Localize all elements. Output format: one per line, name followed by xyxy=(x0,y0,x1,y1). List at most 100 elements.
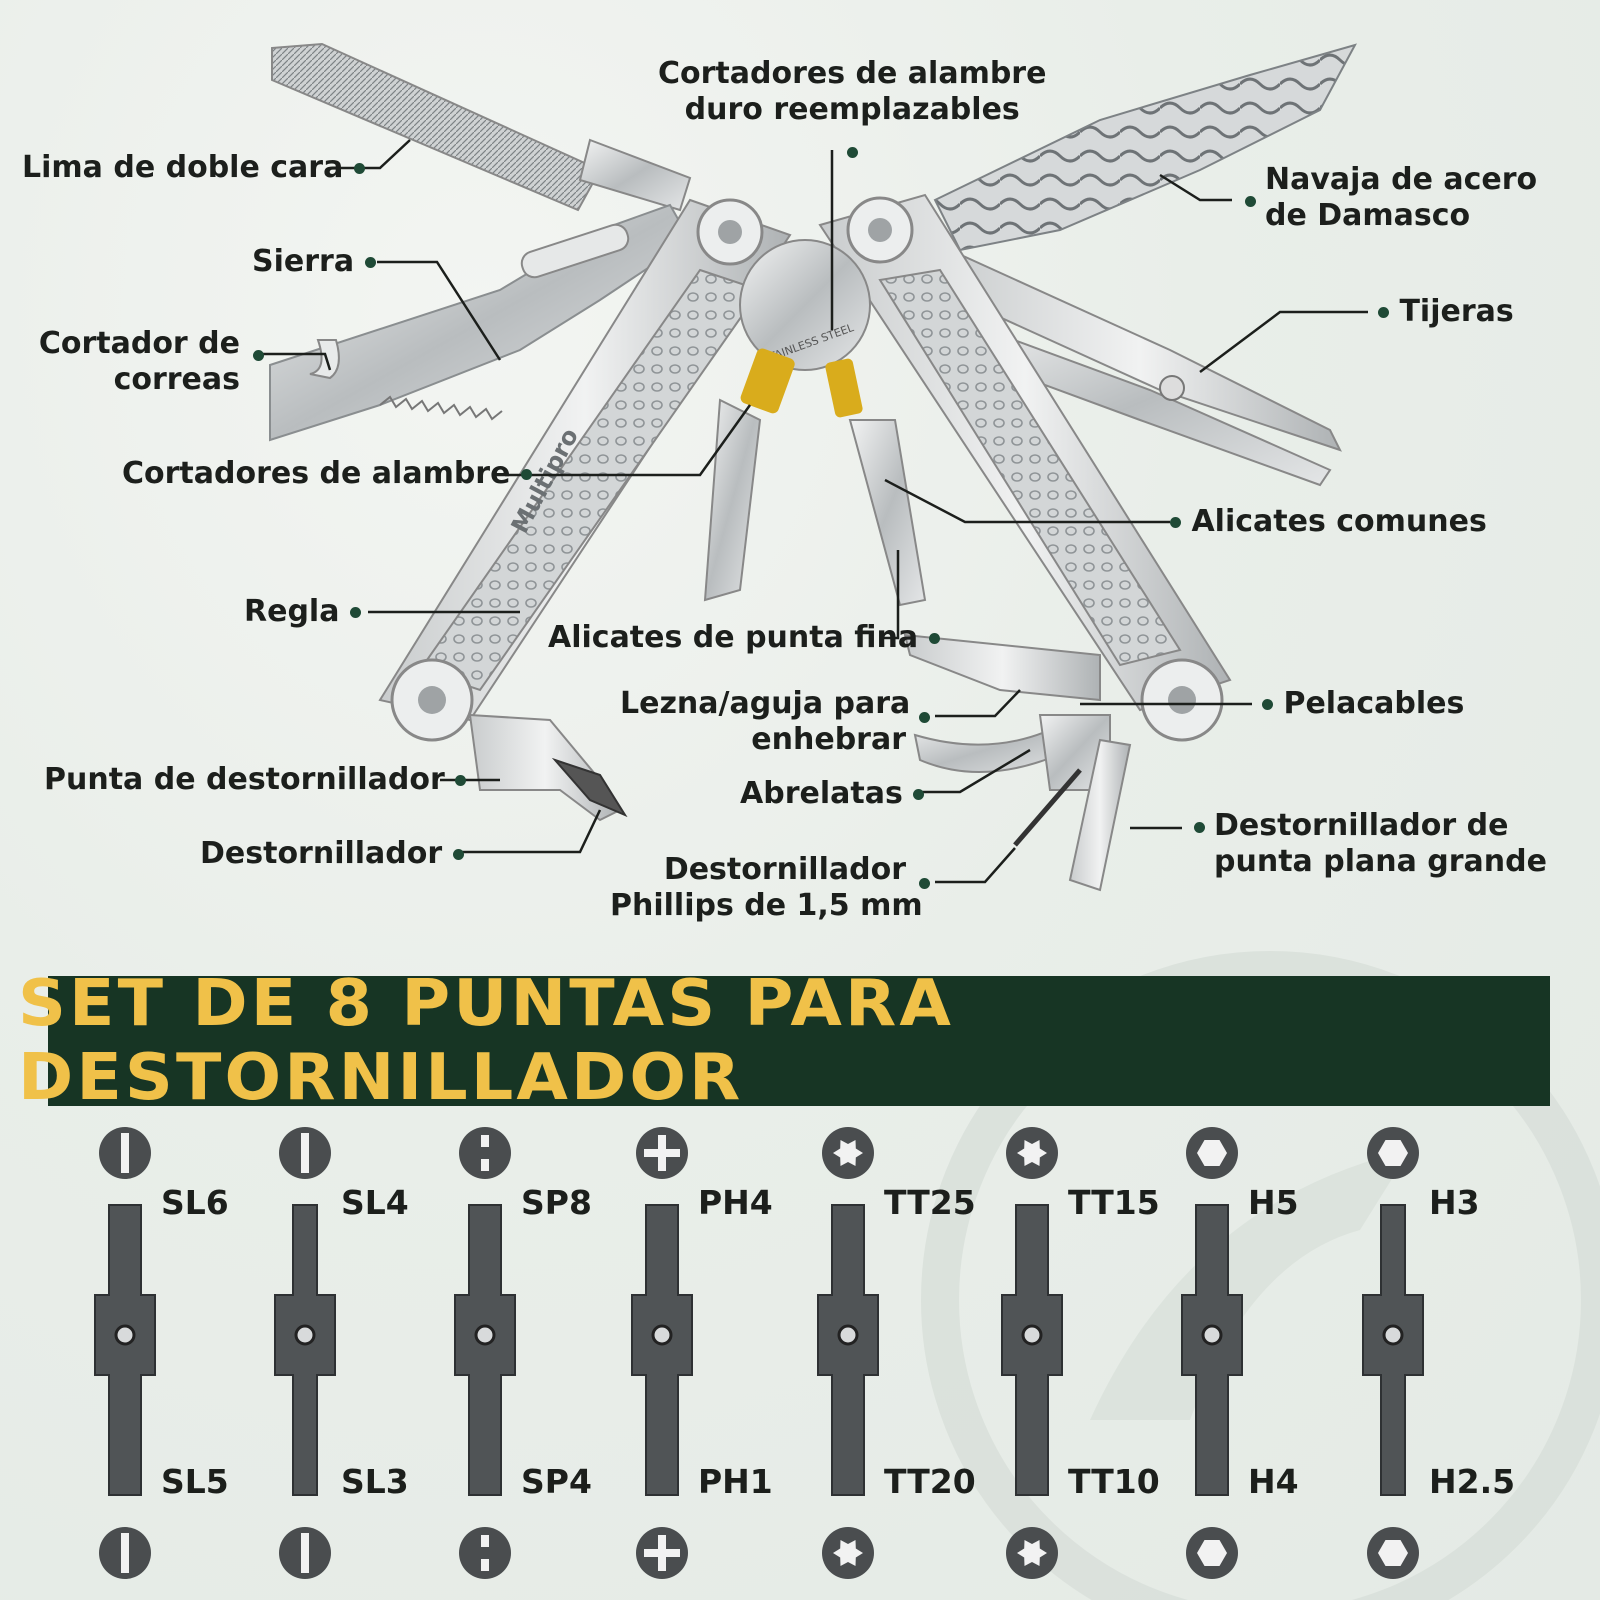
label-dot xyxy=(253,350,264,361)
scissors-tool xyxy=(938,248,1342,487)
bit-label-top: SP8 xyxy=(521,1183,592,1222)
bit-label-top: PH4 xyxy=(698,1183,773,1222)
bit-drawing xyxy=(94,1127,156,1579)
banner-title: SET DE 8 PUNTAS PARA DESTORNILLADOR xyxy=(17,967,955,1115)
bit-ball-detent xyxy=(1021,1324,1043,1346)
bit-drawing xyxy=(1181,1127,1243,1579)
label-abrelatas: Abrelatas xyxy=(740,776,925,812)
bit-label-bottom: SP4 xyxy=(521,1462,592,1501)
label-dot xyxy=(353,163,365,174)
bit-ball-detent xyxy=(294,1324,316,1346)
bit-label-bottom: TT20 xyxy=(884,1462,976,1501)
label-dot xyxy=(1245,196,1256,207)
bit-label-top: H3 xyxy=(1429,1183,1480,1222)
bit-body xyxy=(1001,1204,1063,1496)
saw-tool xyxy=(269,203,692,442)
bit-ball-detent xyxy=(474,1324,496,1346)
label-lima: Lima de doble cara xyxy=(22,150,365,186)
bit-tip-icon-bottom xyxy=(1186,1527,1238,1579)
bit-tip-icon-bottom xyxy=(822,1527,874,1579)
label-dot xyxy=(1194,822,1205,833)
label-regla: Regla xyxy=(244,594,361,630)
bit-drawing xyxy=(274,1127,336,1579)
bit-body xyxy=(631,1204,693,1496)
pliers-head: STAINLESS STEEL xyxy=(703,239,927,607)
label-dot xyxy=(1262,699,1273,710)
damascus-blade xyxy=(933,43,1358,252)
bit-tip-icon-top xyxy=(822,1127,874,1179)
watermark-logo xyxy=(921,951,1600,1600)
label-destornillador: Destornillador xyxy=(200,836,464,872)
bit-label-top: TT25 xyxy=(884,1183,976,1222)
bit-tip-icon-top xyxy=(1367,1127,1419,1179)
label-dot xyxy=(919,878,930,889)
bit-label-bottom: TT10 xyxy=(1068,1462,1160,1501)
right-handle xyxy=(818,193,1232,742)
bit-ball-detent xyxy=(651,1324,673,1346)
bit-label-top: SL6 xyxy=(161,1183,229,1222)
label-pelacables: Pelacables xyxy=(1262,686,1464,722)
bit-body xyxy=(1181,1204,1243,1496)
bit-set-banner: SET DE 8 PUNTAS PARA DESTORNILLADOR xyxy=(18,967,1550,1115)
bit-label-bottom: SL3 xyxy=(341,1462,409,1501)
label-dot xyxy=(1378,307,1389,318)
bit-label-bottom: H2.5 xyxy=(1429,1462,1516,1501)
bit-tip-icon-bottom xyxy=(99,1527,151,1579)
label-dot xyxy=(364,257,376,268)
label-dot xyxy=(913,789,925,800)
bit-tip-icon-top xyxy=(1006,1127,1058,1179)
bit-tip-icon-top xyxy=(279,1127,331,1179)
left-handle: Multipro xyxy=(378,198,792,742)
label-dot xyxy=(1170,517,1181,528)
bit-drawing xyxy=(1362,1127,1424,1579)
lower-tools xyxy=(903,633,1132,892)
label-cortadores-alambre: Cortadores de alambre xyxy=(122,456,532,492)
bit-body xyxy=(94,1204,156,1496)
label-dot xyxy=(846,147,858,158)
bit-tip-icon-bottom xyxy=(279,1527,331,1579)
leader-lines xyxy=(258,139,1368,884)
bit-body xyxy=(1362,1204,1424,1496)
bit-tip-icon-bottom xyxy=(1367,1527,1419,1579)
bit-body xyxy=(454,1204,516,1496)
label-alicates-punta: Alicates de punta fina xyxy=(548,620,940,656)
bit-tip-icon-bottom xyxy=(636,1527,688,1579)
label-dot xyxy=(919,712,930,723)
label-dot xyxy=(452,849,464,860)
bit-label-bottom: SL5 xyxy=(161,1462,229,1501)
bit-ball-detent xyxy=(1201,1324,1223,1346)
bit-tip-icon-top xyxy=(636,1127,688,1179)
bit-tip-icon-bottom xyxy=(1006,1527,1058,1579)
bit-label-bottom: PH1 xyxy=(698,1462,773,1501)
file-tool xyxy=(271,42,692,212)
bit-tip-icon-bottom xyxy=(459,1527,511,1579)
bit-ball-detent xyxy=(1382,1324,1404,1346)
bit-ball-detent xyxy=(114,1324,136,1346)
bit-holder xyxy=(468,713,628,822)
multitool-illustration: Multipro STAINLESS STEEL xyxy=(258,42,1368,892)
label-punta-destornillador: Punta de destornillador xyxy=(44,762,467,798)
bit-label-top: SL4 xyxy=(341,1183,409,1222)
bit-label-bottom: H4 xyxy=(1248,1462,1299,1501)
bit-drawing xyxy=(454,1127,516,1579)
bit-label-top: H5 xyxy=(1248,1183,1299,1222)
bit-ball-detent xyxy=(837,1324,859,1346)
bit-drawing xyxy=(817,1127,879,1579)
label-dot xyxy=(928,633,940,644)
bit-tip-icon-top xyxy=(99,1127,151,1179)
bit-body xyxy=(274,1204,336,1496)
